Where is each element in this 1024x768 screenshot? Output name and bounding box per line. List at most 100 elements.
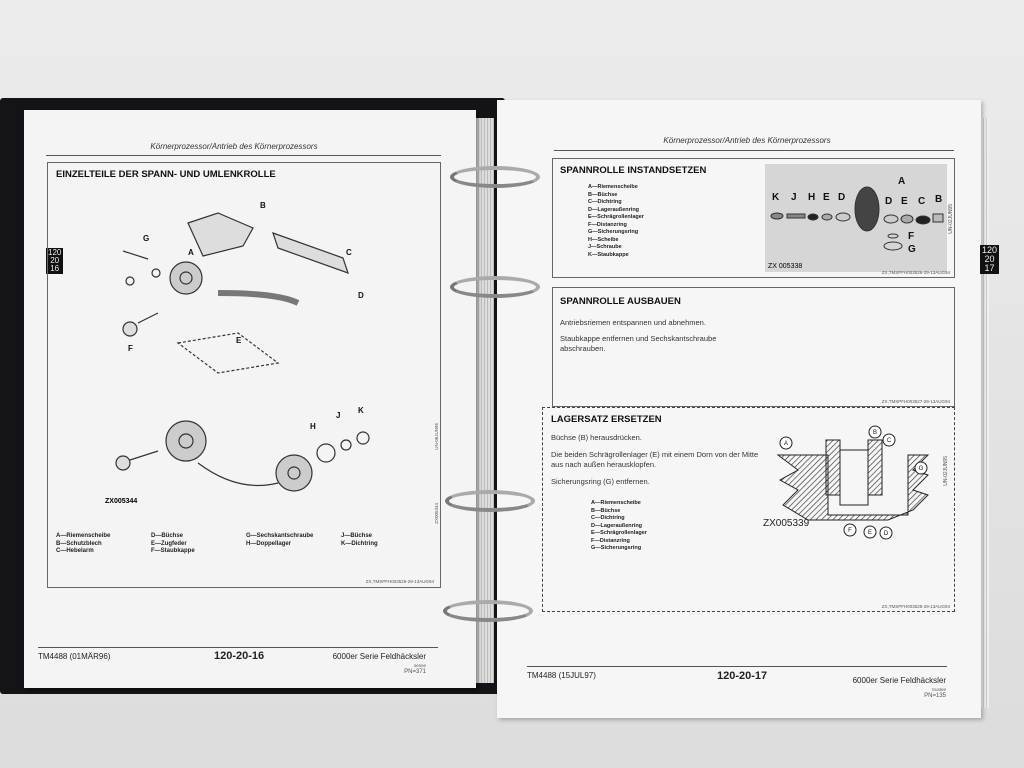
figure-id: ZX005344 <box>105 498 137 505</box>
legend-item: J—Büchse <box>341 533 373 539</box>
legend-item: K—Dichtring <box>341 540 378 547</box>
instruction-text: Antriebsriemen entspannen und abnehmen. … <box>560 318 760 354</box>
label-c: C <box>346 248 352 257</box>
photo-label: A <box>898 176 905 187</box>
label-f: F <box>128 344 133 353</box>
legend-item: K—Staubkappe <box>588 251 629 258</box>
section-ausbauen: SPANNROLLE AUSBAUEN Antriebsriemen entsp… <box>552 287 955 407</box>
legend-item: E—Zugfeder <box>151 540 187 547</box>
legend-item: H—Scheibe <box>588 236 619 243</box>
reference-code: ZX,TMSPFH003525-29-13AUG94 <box>365 579 434 584</box>
legend-item: A—Riemenscheibe <box>588 184 638 190</box>
footer-sub: trustee <box>932 687 946 692</box>
cross-section-diagram: A B C G F E D <box>776 425 930 540</box>
legend-item: F—Distanzring <box>591 537 630 544</box>
legend-item: A—Riemenscheibe <box>56 533 111 539</box>
header-rule <box>554 150 954 151</box>
footer-manual: TM4488 (15JUL97) <box>527 671 596 680</box>
photo-label: K <box>772 192 780 203</box>
label-d: D <box>884 531 889 537</box>
legend-item: E—Schrägrollenlager <box>588 214 644 220</box>
photo-label: G <box>908 244 916 255</box>
reference-code: ZX,TMSPFH003526-29-13AUG94 <box>881 270 950 275</box>
photo-label: J <box>791 192 797 203</box>
photo-label: H <box>808 192 815 203</box>
exploded-diagram: A B C D E F G H J K ZX005344 <box>105 201 370 505</box>
page-header: Körnerprozessor/Antrieb des Körnerprozes… <box>663 136 831 145</box>
photo-label: D <box>885 196 892 207</box>
legend-item: G—Sechskantschraube <box>246 533 314 539</box>
figure-id: ZX005339 <box>763 518 810 529</box>
legend-item: B—Büchse <box>588 191 618 198</box>
reference-code: ZX,TMSPFH003527-29-13AUG94 <box>881 399 950 404</box>
photo-label: C <box>918 196 925 207</box>
binder-ring <box>443 600 533 622</box>
page-stack-left <box>476 118 494 683</box>
legend-item: D—Lageraußenring <box>591 522 643 529</box>
label-d: D <box>358 291 364 300</box>
reference-code: ZX,TMSPFH003528-29-13AUG94 <box>881 604 950 609</box>
paragraph: Sicherungsring (G) entfernen. <box>551 477 650 486</box>
legend-item: G—Sicherungsring <box>591 545 642 551</box>
footer-manual: TM4488 (01MÄR96) <box>38 652 111 661</box>
section-title: SPANNROLLE INSTANDSETZEN <box>560 165 707 176</box>
label-j: J <box>336 411 340 420</box>
footer-pn: PN=135 <box>924 693 946 699</box>
label-e: E <box>236 336 242 345</box>
paragraph: Staubkappe entfernen und Sechskantschrau… <box>560 334 717 353</box>
page-header: Körnerprozessor/Antrieb des Körnerprozes… <box>150 142 318 151</box>
side-code: UN-02JUN95 <box>943 456 949 486</box>
legend-item: C—Hebelarm <box>56 548 94 554</box>
section-tab: 120 20 17 <box>980 245 1000 274</box>
label-a: A <box>784 441 788 447</box>
legend-item: B—Büchse <box>591 507 621 514</box>
page-number: 120-20-16 <box>214 650 265 662</box>
page-number: 120-20-17 <box>717 670 768 682</box>
parts-photo: K J H E D A D E C B F G ZX 005338 <box>765 164 947 272</box>
tab-line: 17 <box>984 263 995 273</box>
photo-label: E <box>901 196 908 207</box>
footer-rule <box>38 647 438 648</box>
binder-ring <box>445 490 535 512</box>
side-code: ZX005344 <box>434 503 439 524</box>
legend-item: C—Dichtring <box>588 199 622 205</box>
legend-item: H—Doppellager <box>246 540 292 547</box>
legend-item: J—Schraube <box>588 244 622 250</box>
tab-line: 16 <box>50 264 60 273</box>
label-b: B <box>260 201 266 210</box>
side-code: UN-02JUN95 <box>948 204 954 234</box>
photo-label: D <box>838 192 845 203</box>
footer-series: 6000er Serie Feldhäcksler <box>852 676 946 685</box>
footer-sub: sense <box>413 663 426 668</box>
legend-item: G—Sicherungsring <box>588 229 639 235</box>
photo-label: B <box>935 194 942 205</box>
footer-pn: PN=371 <box>404 669 426 675</box>
paragraph: Antriebsriemen entspannen und abnehmen. <box>560 318 706 327</box>
paragraph: Büchse (B) herausdrücken. <box>551 433 642 442</box>
label-g: G <box>143 234 149 243</box>
section-title: LAGERSATZ ERSETZEN <box>551 414 662 425</box>
legend-item: F—Staubkappe <box>151 548 195 554</box>
instruction-text: Büchse (B) herausdrücken. Die beiden Sch… <box>551 433 761 487</box>
section-title: SPANNROLLE AUSBAUEN <box>560 296 681 307</box>
side-code-2: UN-06JUN95 <box>434 423 439 450</box>
legend-item: B—Schutzblech <box>56 540 102 547</box>
tab-line: 120 <box>48 248 62 257</box>
label-c: C <box>887 438 892 444</box>
legend-item: D—Büchse <box>151 533 184 539</box>
label-e: E <box>868 530 872 536</box>
section-instandsetzen: SPANNROLLE INSTANDSETZEN A—Riemenscheibe… <box>552 158 955 278</box>
label-g: G <box>919 466 924 472</box>
footer-rule <box>527 666 947 667</box>
label-b: B <box>873 430 877 436</box>
section-tab: 120 20 16 <box>46 248 64 274</box>
tab-line: 20 <box>50 256 60 265</box>
header-rule <box>46 155 441 156</box>
figure-id: ZX 005338 <box>768 263 802 270</box>
binder-ring <box>450 166 540 188</box>
label-k: K <box>358 406 364 415</box>
footer-series: 6000er Serie Feldhäcksler <box>332 652 426 661</box>
